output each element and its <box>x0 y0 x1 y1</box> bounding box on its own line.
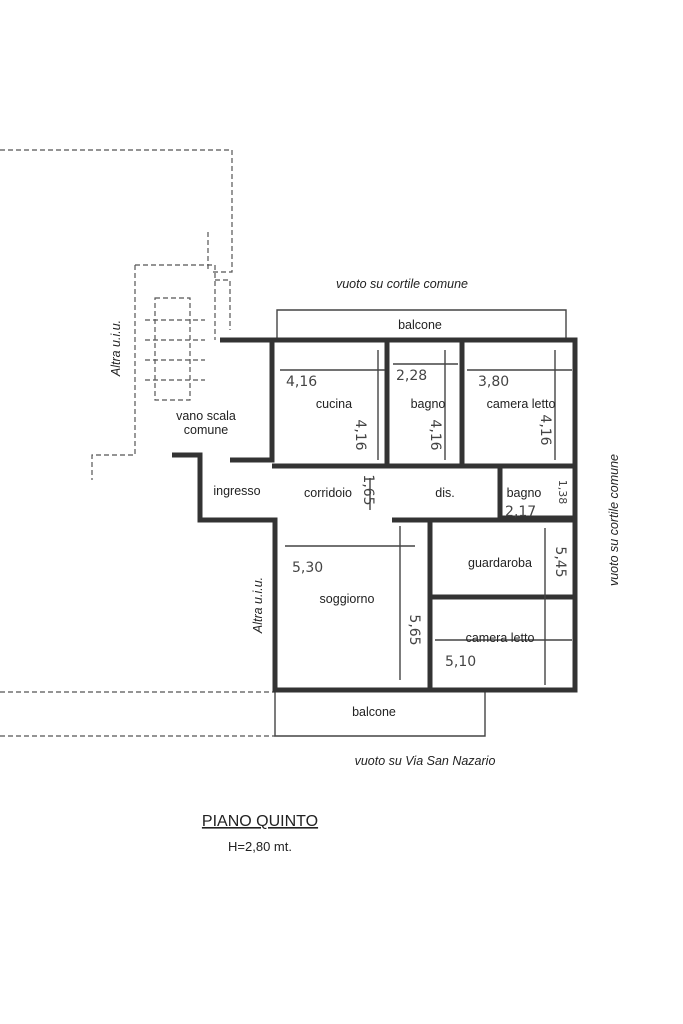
room-camera-letto-1: camera letto <box>487 397 556 411</box>
neighbour-outlines <box>0 149 275 737</box>
dim-bagno-height: 4,16 <box>427 419 443 450</box>
dim-bagno2-width: 2,17 <box>505 504 536 520</box>
label-right-surroundings: vuoto su cortile comune <box>607 454 621 586</box>
walls <box>172 337 578 693</box>
floor-title: PIANO QUINTO <box>202 813 318 830</box>
balcony-bottom-outline <box>274 690 486 737</box>
room-bagno-2: bagno <box>507 486 542 500</box>
balcony-top-outline <box>276 309 567 338</box>
dim-bagno-width: 2,28 <box>396 368 427 384</box>
room-soggiorno: soggiorno <box>320 592 375 606</box>
room-vano-scala-line1: vano scala <box>176 409 236 423</box>
label-top-surroundings: vuoto su cortile comune <box>336 277 468 291</box>
dim-camera1-width: 3,80 <box>478 374 509 390</box>
dim-bagno2-height: 1,38 <box>556 480 569 505</box>
room-dis: dis. <box>435 486 454 500</box>
dim-corridoio-height: 1,65 <box>360 474 376 505</box>
label-bottom-surroundings: vuoto su Via San Nazario <box>355 754 496 768</box>
room-bagno-1: bagno <box>411 397 446 411</box>
floor-height: H=2,80 mt. <box>228 839 292 854</box>
room-vano-scala-line2: comune <box>184 423 229 437</box>
room-balcone-bottom: balcone <box>352 705 396 719</box>
label-altra-uiu-mid: Altra u.i.u. <box>251 577 265 634</box>
dim-camera2-width: 5,10 <box>445 654 476 670</box>
dim-soggiorno-height: 5,65 <box>406 614 422 645</box>
dim-soggiorno-width: 5,30 <box>292 560 323 576</box>
room-camera-letto-2: camera letto <box>466 631 535 645</box>
room-balcone-top: balcone <box>398 318 442 332</box>
room-guardaroba: guardaroba <box>468 556 532 570</box>
dim-cucina-width: 4,16 <box>286 374 317 390</box>
room-ingresso: ingresso <box>213 484 260 498</box>
room-corridoio: corridoio <box>304 486 352 500</box>
room-cucina: cucina <box>316 397 352 411</box>
dim-guardaroba-height: 5,45 <box>552 546 568 577</box>
label-altra-uiu-top: Altra u.i.u. <box>109 320 123 377</box>
dim-camera1-height: 4,16 <box>537 414 553 445</box>
dimension-lines <box>280 350 572 685</box>
dim-cucina-height: 4,16 <box>352 419 368 450</box>
